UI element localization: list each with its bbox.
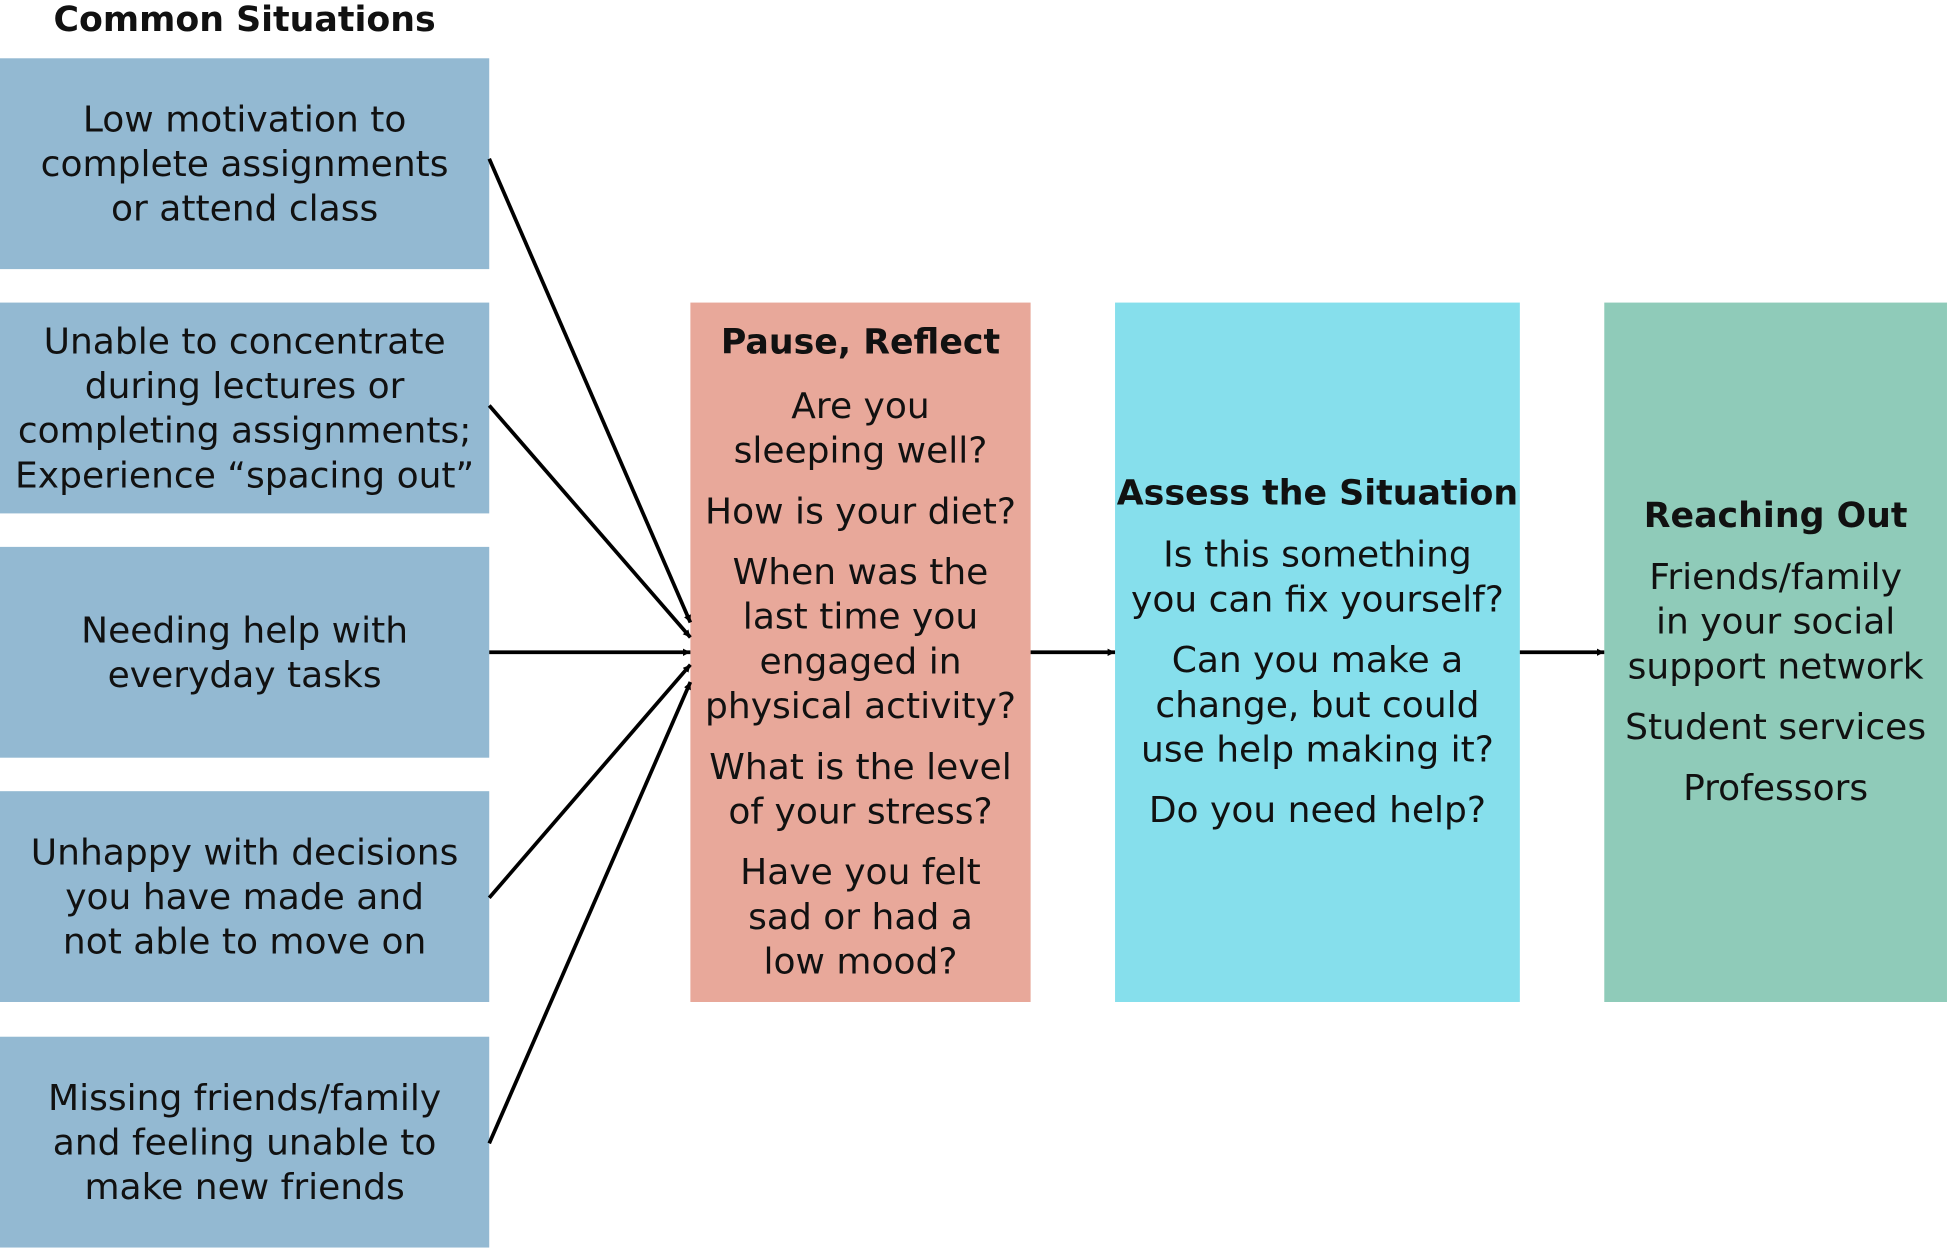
pause-reflect-questions: Are you sleeping well? How is your diet?… [705, 383, 1016, 983]
situation-text: Unable to concentrate during lectures or… [15, 319, 475, 497]
situation-text: Low motivation to complete assignments o… [40, 97, 449, 230]
assess-question: Is this something you can fix yourself? [1131, 533, 1504, 621]
arrow-situation-4-to-pause [487, 663, 692, 900]
pause-question: Have you felt sad or had a low mood? [740, 850, 981, 983]
situation-box-concentration: Unable to concentrate during lectures or… [0, 302, 490, 514]
arrow-situation-2-to-pause [487, 404, 692, 639]
reach-option: Friends/family in your social support ne… [1627, 555, 1924, 688]
pause-question: When was the last time you engaged in ph… [705, 550, 1016, 727]
pause-question: How is your diet? [705, 489, 1016, 533]
pause-question: Are you sleeping well? [733, 384, 988, 472]
assess-situation-heading: Assess the Situation [1116, 472, 1519, 514]
reach-option: Professors [1683, 766, 1869, 809]
situation-box-everyday-tasks: Needing help with everyday tasks [0, 546, 490, 758]
situations-title: Common Situations [53, 0, 436, 40]
arrow-situation-1-to-pause [487, 157, 693, 624]
pause-reflect-box: Pause, Reflect Are you sleeping well? Ho… [690, 302, 1031, 1003]
reaching-out-list: Friends/family in your social support ne… [1625, 554, 1926, 809]
assess-question: Can you make a change, but could use hel… [1141, 638, 1494, 771]
reaching-out-box: Reaching Out Friends/family in your soci… [1604, 302, 1947, 1003]
reach-option: Student services [1625, 705, 1927, 748]
pause-question: What is the level of your stress? [709, 745, 1012, 833]
assess-question: Do you need help? [1148, 788, 1487, 831]
pause-reflect-heading: Pause, Reflect [720, 321, 1001, 363]
situation-box-decisions: Unhappy with decisions you have made and… [0, 791, 490, 1003]
situation-box-motivation: Low motivation to complete assignments o… [0, 58, 490, 270]
situation-box-friends: Missing friends/family and feeling unabl… [0, 1036, 490, 1248]
situation-text: Needing help with everyday tasks [81, 608, 409, 696]
reaching-out-heading: Reaching Out [1643, 494, 1908, 536]
arrow-situation-5-to-pause [487, 681, 693, 1145]
assess-situation-questions: Is this something you can fix yourself? … [1131, 532, 1504, 832]
situation-text: Missing friends/family and feeling unabl… [48, 1076, 442, 1208]
assess-situation-box: Assess the Situation Is this something y… [1115, 302, 1520, 1003]
situation-text: Unhappy with decisions you have made and… [30, 830, 459, 963]
